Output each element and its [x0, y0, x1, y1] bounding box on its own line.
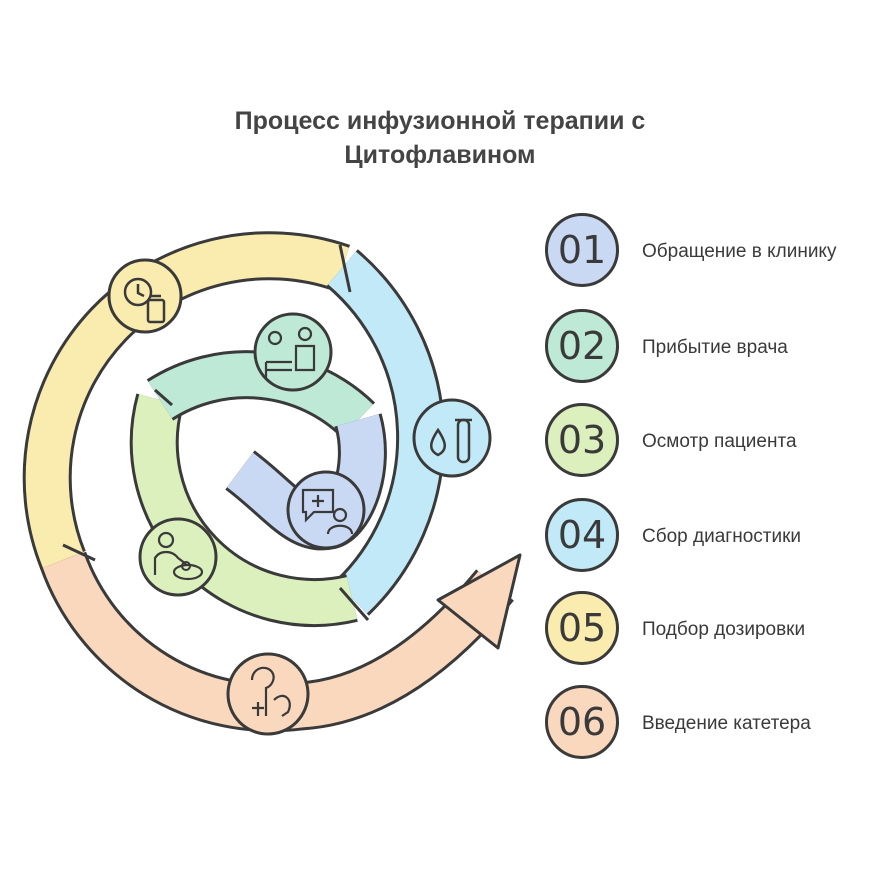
clock-medicine-icon [107, 258, 183, 334]
step-number-circle: 03 [545, 403, 619, 477]
blood-test-tube-icon [412, 398, 492, 478]
step-label: Сбор диагностики [642, 525, 802, 547]
doctor-patient-icon [253, 312, 333, 392]
message-medical-person-icon [286, 470, 366, 550]
step-label: Обращение в клинику [642, 240, 837, 262]
title-line-2: Цитофлавином [344, 141, 536, 169]
step-number-circle: 05 [545, 591, 619, 665]
step-number-circle: 02 [545, 309, 619, 383]
step-02: 02 Прибытие врача [545, 309, 865, 389]
step-label: Осмотр пациента [642, 430, 797, 452]
step-01: 01 Обращение в клинику [545, 213, 865, 293]
step-06: 06 Введение катетера [545, 685, 865, 765]
step-label: Введение катетера [642, 712, 811, 734]
spiral-arrowhead [436, 553, 522, 650]
diagram-title: Процесс инфузионной терапии с Цитофлавин… [150, 104, 730, 172]
step-number-circle: 06 [545, 685, 619, 759]
step-label: Прибытие врача [642, 336, 788, 358]
step-04: 04 Сбор диагностики [545, 498, 865, 578]
catheter-person-icon [226, 652, 310, 736]
step-05: 05 Подбор дозировки [545, 591, 865, 671]
step-number-circle: 01 [545, 213, 619, 287]
step-03: 03 Осмотр пациента [545, 403, 865, 483]
title-line-1: Процесс инфузионной терапии с [234, 107, 646, 135]
patient-examination-icon [138, 517, 218, 597]
step-label: Подбор дозировки [642, 618, 806, 640]
step-number-circle: 04 [545, 498, 619, 572]
